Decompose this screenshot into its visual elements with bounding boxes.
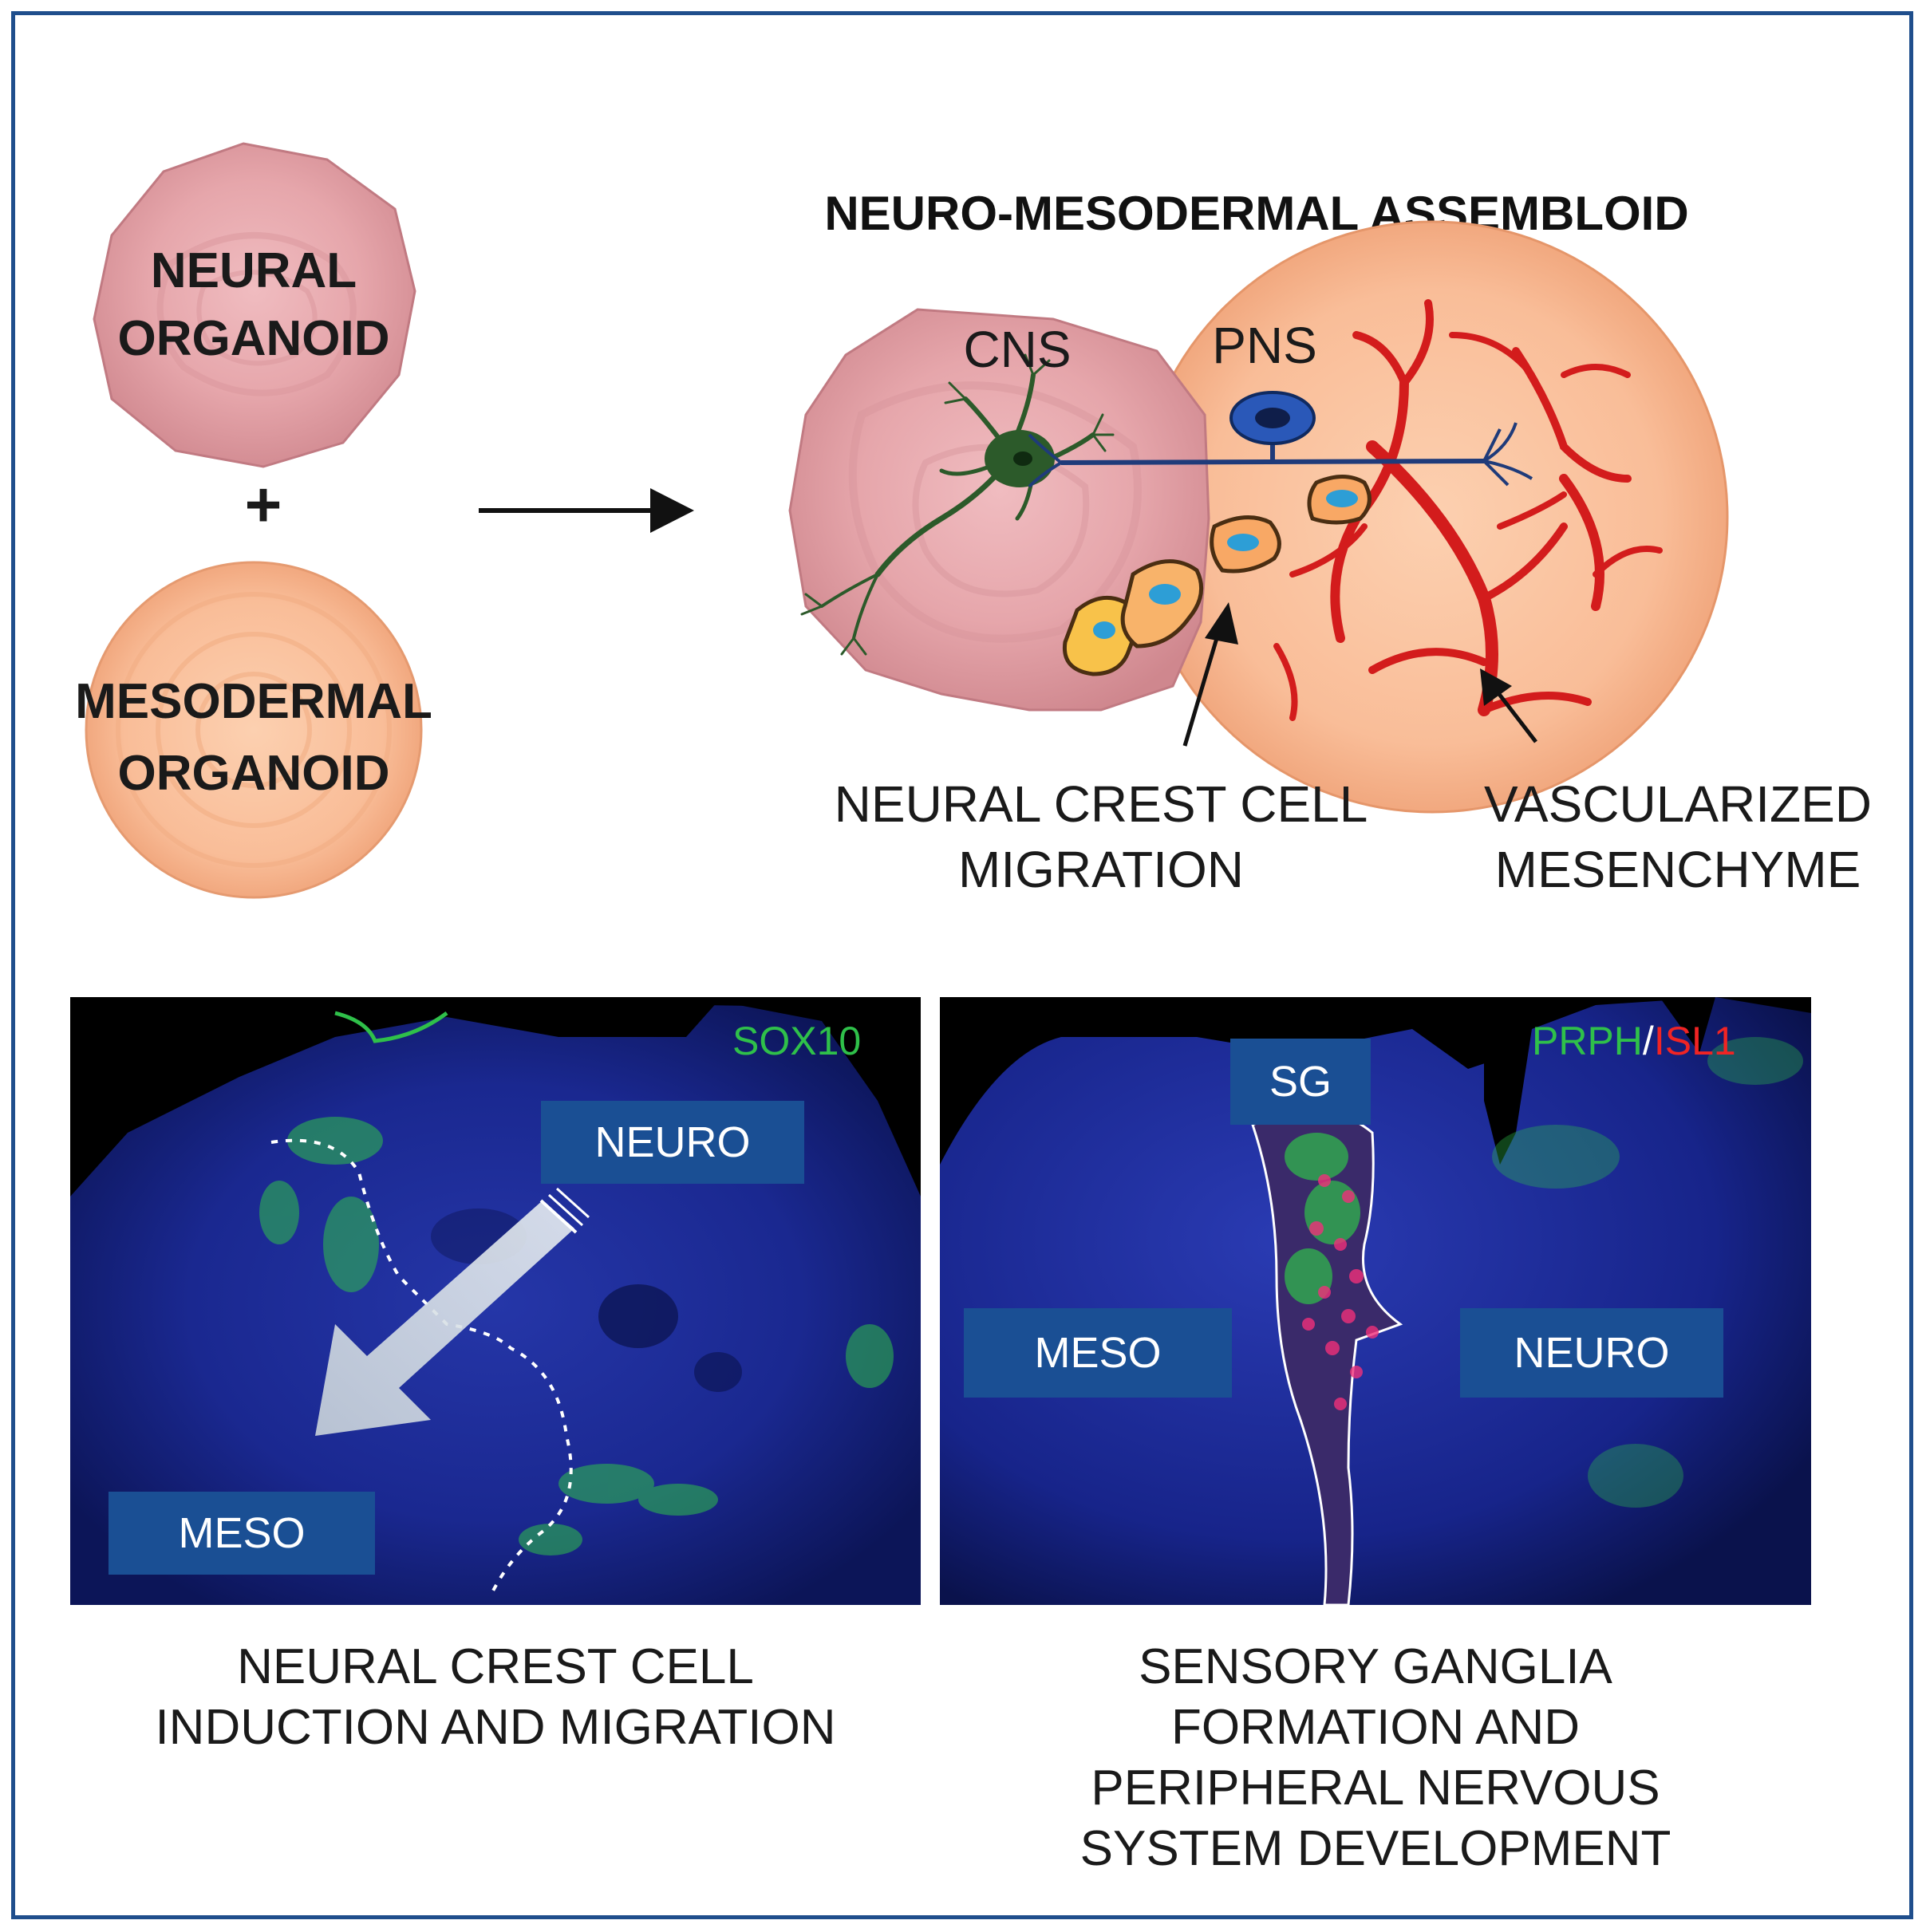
- mesodermal-organoid-icon: [85, 561, 423, 899]
- ncc-migration-label-line1: NEURAL CREST CELL: [835, 775, 1368, 833]
- sensory-neuron-icon: [1028, 391, 1533, 488]
- left-caption: NEURAL CREST CELL INDUCTION AND MIGRATIO…: [70, 1637, 921, 1758]
- vascularized-label-line2: MESENCHYME: [1495, 841, 1861, 898]
- right-caption-line4: SYSTEM DEVELOPMENT: [1079, 1821, 1671, 1876]
- right-meso-tag: MESO: [964, 1308, 1232, 1398]
- neural-organoid-icon: [93, 142, 416, 468]
- prph-marker: PRPH: [1532, 1019, 1643, 1063]
- right-neuro-tag: NEURO: [1460, 1308, 1723, 1398]
- vascularized-label-line1: VASCULARIZED: [1484, 775, 1872, 833]
- pns-label: PNS: [1212, 317, 1317, 374]
- right-caption: SENSORY GANGLIA FORMATION AND PERIPHERAL…: [940, 1637, 1811, 1879]
- right-caption-line2: FORMATION AND: [1170, 1700, 1581, 1755]
- sg-tag: SG: [1230, 1039, 1371, 1125]
- left-caption-line1: NEURAL CREST CELL: [237, 1639, 754, 1694]
- ncc-pointer-arrow-icon: [1182, 602, 1238, 747]
- right-caption-line3: PERIPHERAL NERVOUS: [1091, 1760, 1660, 1816]
- neural-crest-cells-icon: [1062, 475, 1372, 676]
- isl1-marker: ISL1: [1653, 1019, 1736, 1063]
- sox10-marker-label: SOX10: [732, 1019, 862, 1063]
- assembloid-title: NEURO-MESODERMAL ASSEMBLOID: [824, 187, 1688, 240]
- neural-organoid-label-line1: NEURAL: [151, 243, 357, 298]
- process-arrow-icon: [479, 488, 694, 533]
- marker-separator: /: [1642, 1019, 1654, 1063]
- left-neuro-tag: NEURO: [541, 1101, 804, 1184]
- ncc-migration-label-line2: MIGRATION: [958, 841, 1244, 898]
- prph-isl1-marker-label: PRPH/ISL1: [1532, 1018, 1736, 1064]
- neural-organoid-label-line2: ORGANOID: [118, 311, 390, 366]
- migration-arrow-icon: [315, 1187, 590, 1436]
- left-meso-tag: MESO: [109, 1492, 375, 1575]
- right-micrograph: [940, 997, 1811, 1605]
- figure-frame: [11, 11, 1913, 1919]
- plus-sign: +: [245, 469, 282, 540]
- mesodermal-organoid-label-line2: ORGANOID: [118, 746, 390, 801]
- left-caption-line2: INDUCTION AND MIGRATION: [155, 1700, 836, 1755]
- right-caption-line1: SENSORY GANGLIA: [1139, 1639, 1612, 1694]
- cns-label: CNS: [963, 321, 1071, 378]
- mesodermal-organoid-label-line1: MESODERMAL: [75, 674, 432, 729]
- vascular-pointer-arrow-icon: [1480, 668, 1537, 743]
